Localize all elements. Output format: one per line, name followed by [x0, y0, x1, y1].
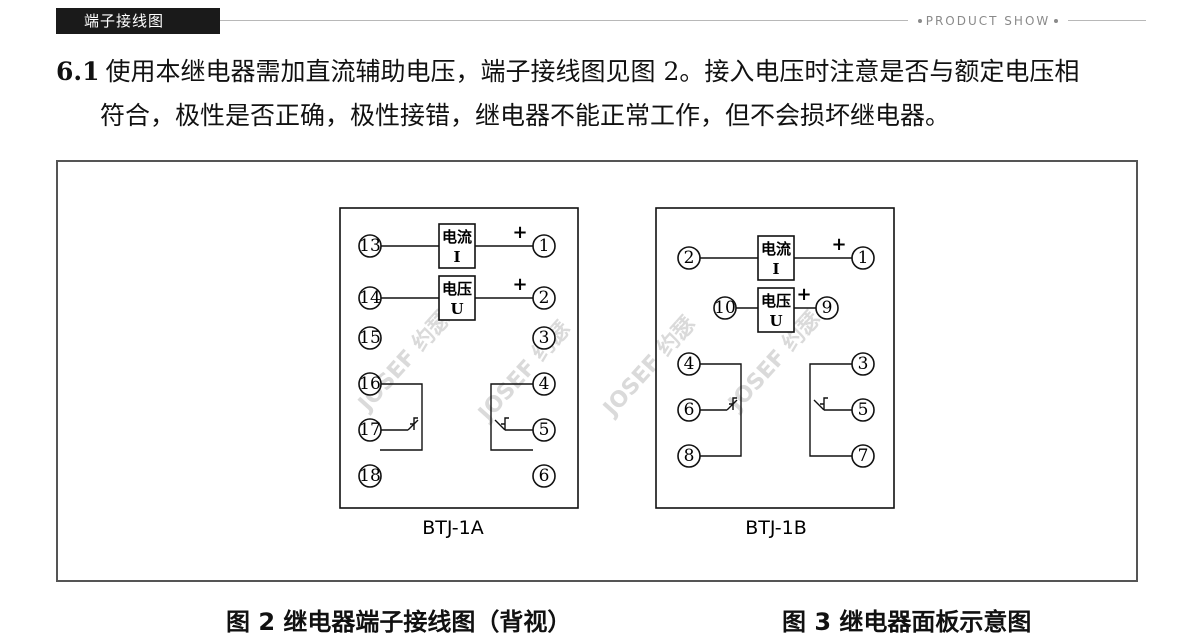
plus-sign: + [512, 274, 527, 295]
panel-btj-1a: 电流 I 电压 U + + 13 1 14 2 15 3 16 4 17 5 1… [339, 207, 579, 509]
box-label-line2: U [450, 300, 463, 318]
terminal: 13 [358, 234, 382, 258]
svg-text:5: 5 [858, 400, 869, 420]
panel-outline [339, 207, 579, 509]
terminal: 4 [677, 352, 701, 376]
terminal: 17 [358, 418, 382, 442]
svg-text:7: 7 [858, 446, 869, 466]
box-label-line1: 电压 [442, 280, 472, 298]
section-title-tab: 端子接线图 [56, 8, 220, 34]
dot-icon [1054, 18, 1059, 23]
terminal: 6 [532, 464, 556, 488]
model-label-btj-1b: BTJ-1B [745, 517, 807, 539]
svg-text:16: 16 [359, 374, 381, 394]
current-coil-box: 电流 I [757, 235, 795, 281]
terminal: 2 [677, 246, 701, 270]
terminal: 5 [851, 398, 875, 422]
svg-text:3: 3 [539, 328, 550, 348]
svg-text:2: 2 [684, 248, 695, 268]
svg-text:3: 3 [858, 354, 869, 374]
wiring-diagram: JOSEF 约瑟 JOSEF 约瑟 JOSEF 约瑟 JOSEF 约瑟 电流 I [339, 207, 895, 539]
voltage-coil-box: 电压 U [438, 275, 476, 321]
svg-text:6: 6 [684, 400, 695, 420]
terminal: 9 [815, 296, 839, 320]
panel-outline [655, 207, 895, 509]
svg-text:1: 1 [858, 248, 869, 268]
svg-text:10: 10 [714, 298, 736, 318]
brand-label: PRODUCT SHOW [925, 14, 1051, 28]
box-outline [438, 275, 476, 321]
terminal: 2 [532, 286, 556, 310]
svg-text:5: 5 [539, 420, 550, 440]
terminal: 10 [713, 296, 737, 320]
svg-text:6: 6 [539, 466, 550, 486]
terminal: 15 [358, 326, 382, 350]
watermark-group: JOSEF 约瑟 JOSEF 约瑟 JOSEF 约瑟 JOSEF 约瑟 [352, 306, 826, 427]
svg-text:8: 8 [684, 446, 695, 466]
svg-text:15: 15 [359, 328, 381, 348]
box-outline [438, 223, 476, 269]
terminal: 1 [851, 246, 875, 270]
box-label-line2: U [769, 312, 782, 330]
watermark: JOSEF 约瑟 [472, 316, 576, 427]
svg-text:4: 4 [684, 354, 695, 374]
paragraph-line-1: 使用本继电器需加直流辅助电压，端子接线图见图 2。接入电压时注意是否与额定电压相 [105, 57, 1080, 86]
terminal: 8 [677, 444, 701, 468]
box-label-line2: I [772, 260, 779, 278]
box-label-line1: 电压 [761, 292, 791, 310]
plus-sign: + [512, 222, 527, 243]
contact-wire-left [380, 383, 423, 451]
terminal: 18 [358, 464, 382, 488]
contact-symbol-left [410, 417, 418, 430]
terminal: 4 [532, 372, 556, 396]
contact-symbol-right [501, 417, 509, 430]
svg-text:4: 4 [539, 374, 550, 394]
voltage-coil-box: 电压 U [757, 287, 795, 333]
svg-text:9: 9 [822, 298, 833, 318]
current-coil-box: 电流 I [438, 223, 476, 269]
contact-symbol-left [729, 397, 737, 410]
contact-wire-right [809, 363, 852, 457]
svg-text:2: 2 [539, 288, 550, 308]
terminal: 5 [532, 418, 556, 442]
plus-sign: + [831, 234, 846, 255]
box-outline [757, 287, 795, 333]
svg-text:1: 1 [539, 236, 550, 256]
terminal: 6 [677, 398, 701, 422]
svg-text:13: 13 [359, 236, 381, 256]
product-show-label: PRODUCT SHOW [908, 13, 1068, 29]
paragraph-line-2: 符合，极性是否正确，极性接错，继电器不能正常工作，但不会损坏继电器。 [100, 101, 951, 130]
terminal: 7 [851, 444, 875, 468]
svg-text:18: 18 [359, 466, 381, 486]
panel-btj-1b: 电流 I 电压 U + + 2 1 10 9 4 3 6 5 8 7 [655, 207, 895, 509]
svg-text:14: 14 [359, 288, 381, 308]
box-label-line2: I [453, 248, 460, 266]
watermark: JOSEF 约瑟 [352, 306, 456, 417]
section-number: 6.1 [56, 57, 100, 86]
terminal: 1 [532, 234, 556, 258]
dot-icon [917, 18, 922, 23]
plus-sign: + [796, 284, 811, 305]
contact-wire-left [699, 363, 742, 457]
box-label-line1: 电流 [442, 228, 472, 246]
figure-2-caption: 图 2 继电器端子接线图（背视） [226, 608, 572, 636]
svg-text:17: 17 [359, 420, 381, 440]
model-label-btj-1a: BTJ-1A [422, 517, 484, 539]
figure-3-caption: 图 3 继电器面板示意图 [782, 608, 1032, 636]
terminal: 3 [532, 326, 556, 350]
contact-wire-right [490, 383, 533, 451]
contact-symbol-right [820, 397, 828, 410]
box-label-line1: 电流 [761, 240, 791, 258]
diagram-frame: JOSEF 约瑟 JOSEF 约瑟 JOSEF 约瑟 JOSEF 约瑟 电流 I [56, 160, 1138, 582]
box-outline [757, 235, 795, 281]
terminal: 16 [358, 372, 382, 396]
terminal: 14 [358, 286, 382, 310]
header-rule [58, 20, 1146, 21]
terminal: 3 [851, 352, 875, 376]
